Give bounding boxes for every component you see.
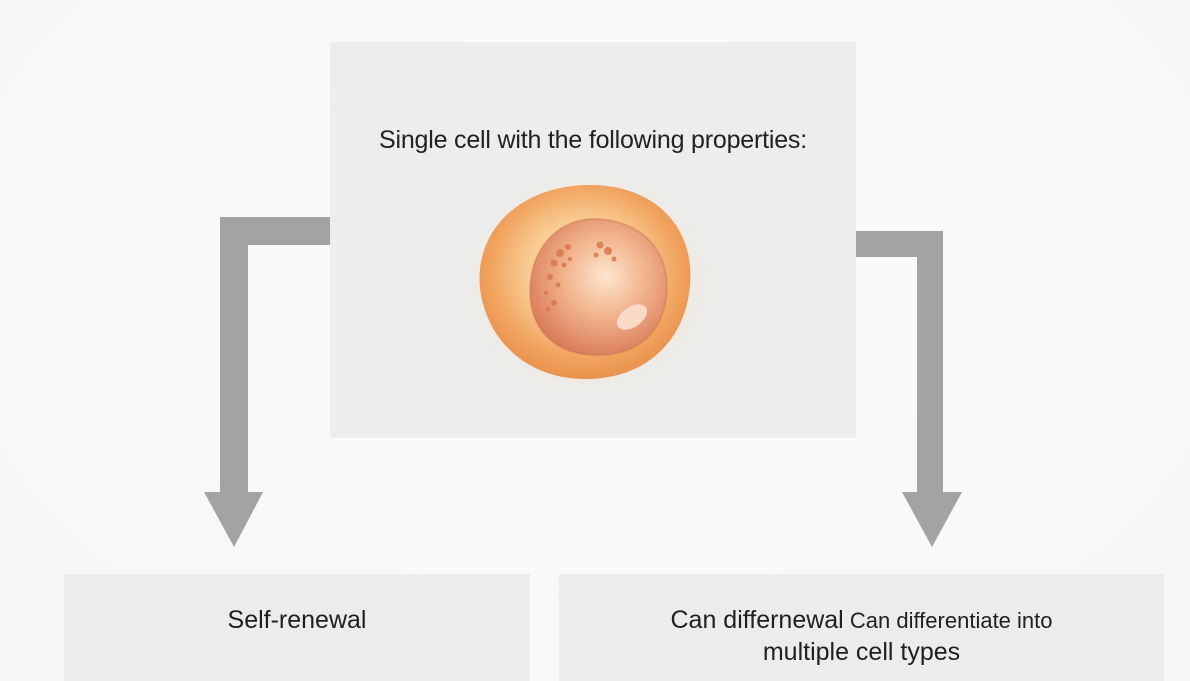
cell-illustration-icon: [465, 173, 715, 397]
self-renewal-box: Self-renewal: [64, 574, 530, 681]
differentiation-label-part1: Can differnewal: [670, 606, 844, 634]
left-arrow-icon: [204, 217, 330, 547]
differentiation-label-line1: Can differnewal Can differentiate into: [559, 606, 1164, 635]
differentiation-box: Can differnewal Can differentiate into m…: [559, 574, 1164, 681]
differentiation-label-part2: Can differentiate into: [849, 608, 1053, 633]
cell-properties-box: Single cell with the following propertie…: [330, 42, 856, 438]
right-arrow-icon: [856, 231, 962, 547]
self-renewal-label: Self-renewal: [227, 606, 367, 634]
differentiation-label-line2: multiple cell types: [762, 638, 961, 666]
top-box-title: Single cell with the following propertie…: [379, 126, 807, 154]
